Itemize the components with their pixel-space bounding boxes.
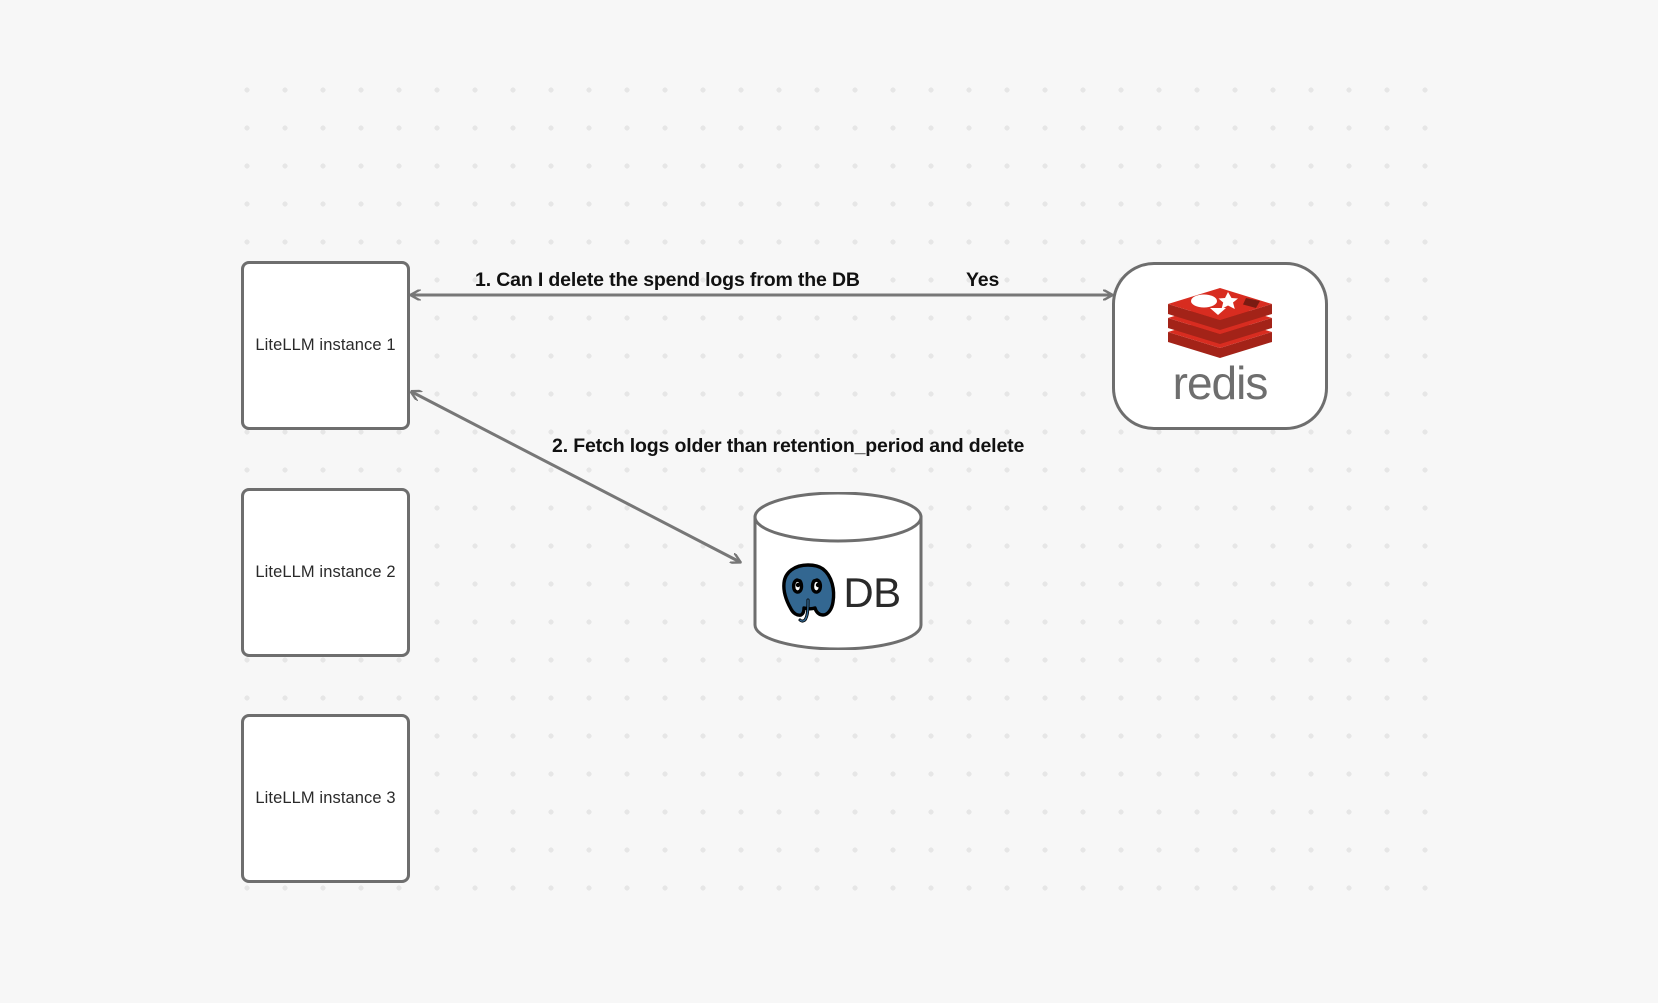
edge-label-reply: Yes [966,269,1000,291]
redis-wordmark: redis [1172,357,1269,410]
edge-label-fetch-delete: 2. Fetch logs older than retention_perio… [552,435,1025,457]
node-litellm-instance-2[interactable]: LiteLLM instance 2 [241,488,410,657]
node-litellm-instance-3[interactable]: LiteLLM instance 3 [241,714,410,883]
db-label: DB [843,569,901,616]
edge-litellm1-db-line [412,392,740,562]
redis-logo-icon [1168,288,1272,359]
edge-label-request: 1. Can I delete the spend logs from the … [475,269,860,291]
node-litellm-instance-2-label: LiteLLM instance 2 [255,563,396,581]
node-litellm-instance-1[interactable]: LiteLLM instance 1 [241,261,410,430]
postgresql-elephant-icon [782,563,836,623]
node-redis[interactable]: redis [1112,262,1328,430]
node-litellm-instance-1-label: LiteLLM instance 1 [255,336,396,354]
node-litellm-instance-3-label: LiteLLM instance 3 [255,789,396,807]
node-database[interactable]: DB [752,492,924,650]
